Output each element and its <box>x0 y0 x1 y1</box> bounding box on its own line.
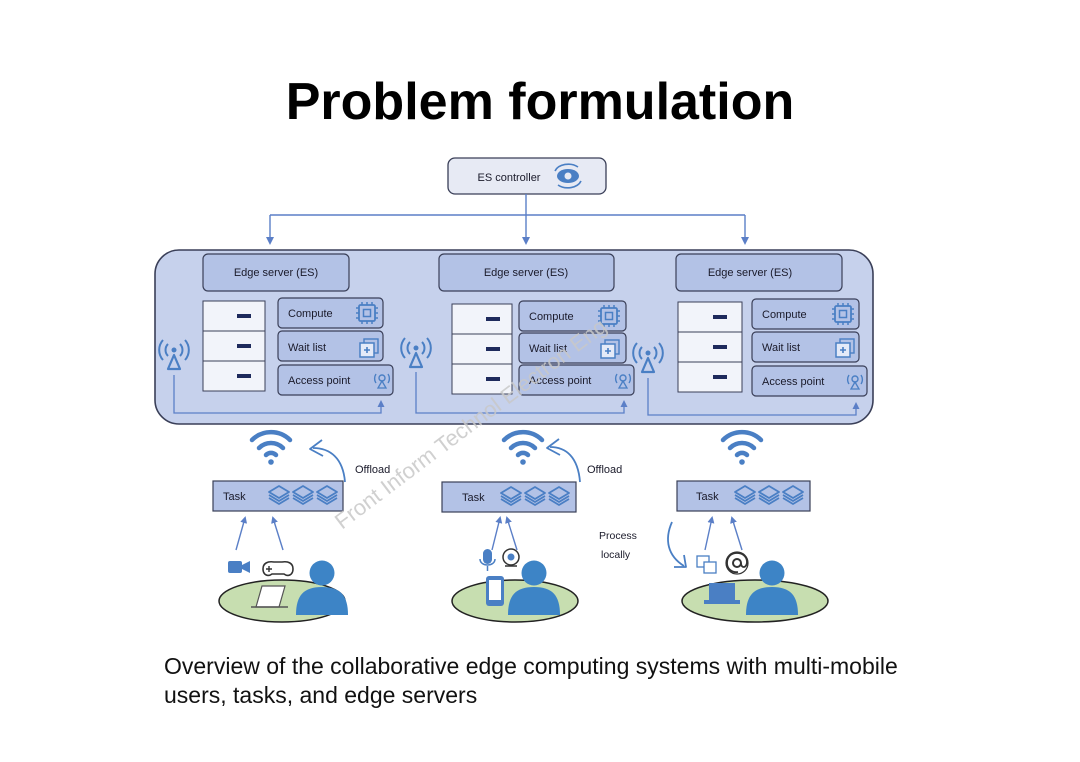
process-locally-label: Process locally <box>599 530 640 561</box>
webcam-icon <box>502 548 520 567</box>
queue-stack <box>677 301 743 393</box>
wifi-icon <box>504 432 542 465</box>
queue-stack <box>451 303 513 395</box>
gamepad-icon <box>262 560 294 577</box>
figure-caption: Overview of the collaborative edge compu… <box>164 653 898 708</box>
email-at-icon <box>725 551 749 575</box>
translate-icon <box>696 555 717 574</box>
access-point-label: Access point <box>529 375 591 387</box>
controller-connectors <box>266 194 749 245</box>
edge-server-1: Edge server (ES) Compute Wait list Acces… <box>202 253 394 396</box>
sync-icon <box>554 163 582 189</box>
mobile-user-2 <box>451 548 579 623</box>
wait-list-label: Wait list <box>529 343 567 355</box>
video-camera-icon <box>228 561 250 573</box>
task-input-arrows <box>235 516 743 551</box>
wait-list-label: Wait list <box>288 342 326 354</box>
wait-list-label: Wait list <box>762 342 800 354</box>
edge-server-title: Edge server (ES) <box>484 267 568 279</box>
microphone-icon <box>479 549 496 571</box>
smartphone-icon <box>486 576 504 606</box>
queue-stack <box>202 300 266 392</box>
offload-label: Offload <box>355 464 390 476</box>
laptop-icon <box>251 585 288 608</box>
task-box-1: Task <box>212 480 344 512</box>
laptop-icon <box>704 583 740 604</box>
task-box-2: Task <box>441 481 577 513</box>
compute-label: Compute <box>762 309 807 321</box>
edge-server-title: Edge server (ES) <box>708 267 792 279</box>
task-label: Task <box>462 492 485 504</box>
es-controller: ES controller <box>447 157 607 195</box>
access-point-label: Access point <box>762 376 824 388</box>
edge-server-2: Edge server (ES) Compute Wait list Acces… <box>438 253 635 396</box>
slide-title: Problem formulation <box>285 73 795 131</box>
mobile-user-3 <box>681 551 829 623</box>
access-point-label: Access point <box>288 375 350 387</box>
mobile-user-1 <box>218 560 348 623</box>
offload-arrow-2 <box>546 438 581 483</box>
task-label: Task <box>223 491 246 503</box>
wifi-icon <box>723 432 761 465</box>
compute-label: Compute <box>529 311 574 323</box>
es-controller-label: ES controller <box>478 172 541 184</box>
task-label: Task <box>696 491 719 503</box>
edge-server-3: Edge server (ES) Compute Wait list Acces… <box>675 253 868 397</box>
offload-arrow-1 <box>309 439 346 483</box>
task-box-3: Task <box>676 480 811 512</box>
access-point-links <box>173 372 860 416</box>
edge-server-title: Edge server (ES) <box>234 267 318 279</box>
compute-label: Compute <box>288 308 333 320</box>
process-locally-arrow <box>667 521 687 568</box>
offload-label: Offload <box>587 464 622 476</box>
wifi-icon <box>252 432 290 465</box>
